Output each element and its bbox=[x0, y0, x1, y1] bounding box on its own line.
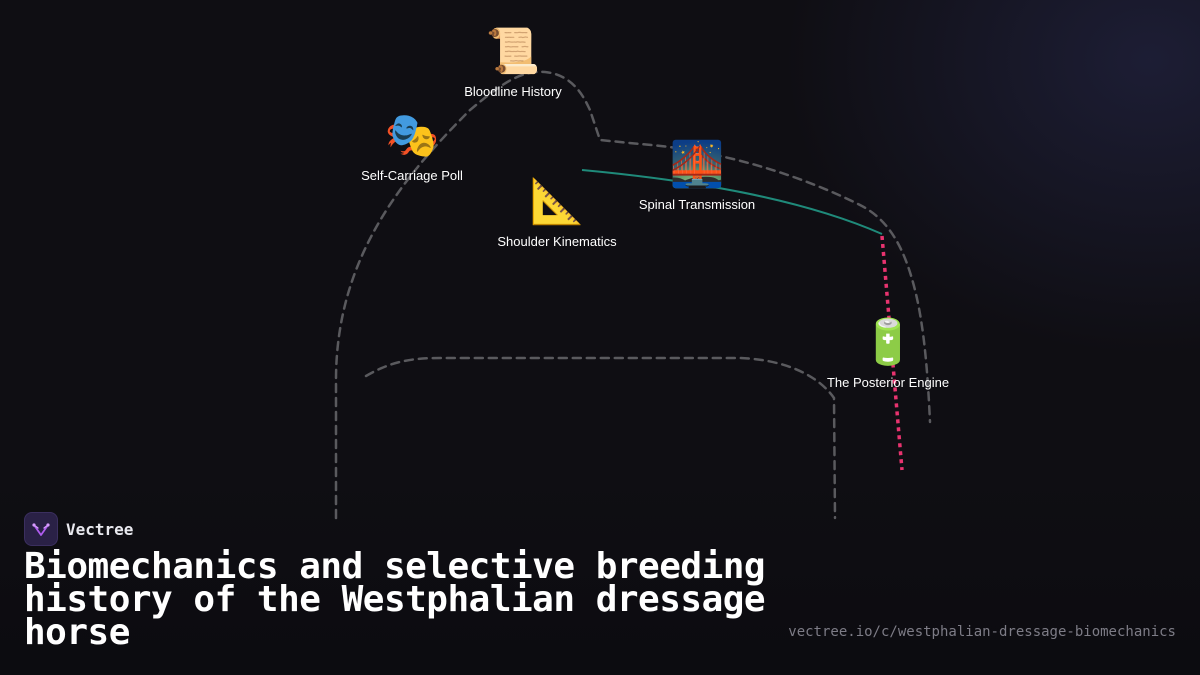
node-label: Shoulder Kinematics bbox=[497, 234, 617, 249]
page-title: Biomechanics and selective breeding hist… bbox=[24, 546, 766, 653]
node-label: Spinal Transmission bbox=[638, 197, 756, 212]
brand: Vectree bbox=[24, 512, 133, 546]
node-spinal-transmission[interactable]: 🌉 Spinal Transmission bbox=[639, 139, 755, 212]
bridge-icon: 🌉 bbox=[669, 139, 725, 190]
scroll-icon: 📜 bbox=[485, 26, 541, 77]
spine-line bbox=[581, 169, 883, 235]
node-label: The Posterior Engine bbox=[826, 375, 950, 390]
horse-belly-outline bbox=[364, 356, 837, 520]
horse-body-outline bbox=[334, 70, 932, 520]
node-label: Self-Carriage Poll bbox=[361, 168, 463, 183]
vectree-logo-icon bbox=[24, 512, 58, 546]
node-label: Bloodline History bbox=[464, 84, 562, 99]
node-posterior-engine[interactable]: 🔋 The Posterior Engine bbox=[827, 317, 949, 390]
hind-leg-line bbox=[880, 235, 904, 471]
page-url[interactable]: vectree.io/c/westphalian-dressage-biomec… bbox=[788, 624, 1176, 640]
node-self-carriage-poll[interactable]: 🎭 Self-Carriage Poll bbox=[361, 110, 463, 183]
node-bloodline-history[interactable]: 📜 Bloodline History bbox=[464, 26, 562, 99]
battery-icon: 🔋 bbox=[860, 317, 916, 368]
brand-name: Vectree bbox=[66, 519, 134, 539]
triangle-ruler-icon: 📐 bbox=[529, 176, 585, 227]
node-shoulder-kinematics[interactable]: 📐 Shoulder Kinematics bbox=[497, 176, 616, 249]
theater-masks-icon: 🎭 bbox=[384, 110, 440, 161]
